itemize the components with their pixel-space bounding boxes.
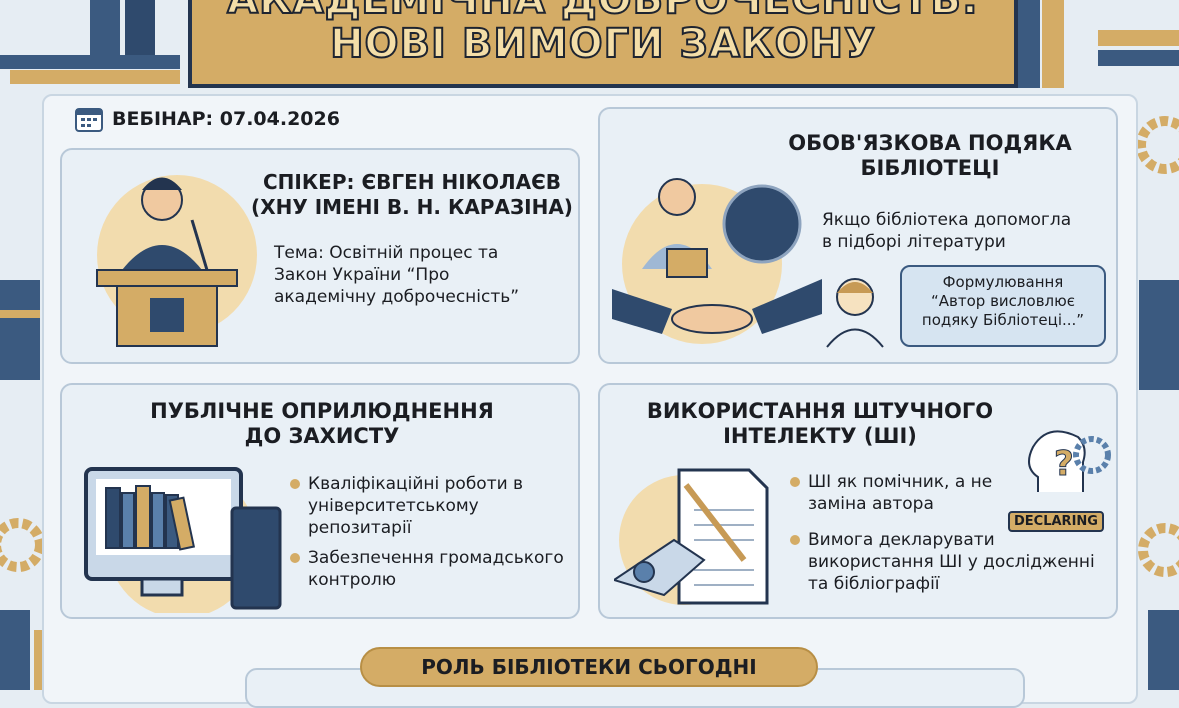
speaker-topic: Тема: Освітній процес та Закон України “… [274,242,519,308]
title-banner: АКАДЕМІЧНА ДОБРОЧЕСНІСТЬ: НОВІ ВИМОГИ ЗА… [188,0,1018,88]
public-disclosure-card: ПУБЛІЧНЕ ОПРИЛЮДНЕННЯ ДО ЗАХИСТУ Кваліфі… [60,383,580,619]
bubble-line: Формулювання [942,273,1064,291]
speaker-podium-illustration [96,175,257,347]
thanks-title-line-1: ОБОВ'ЯЗКОВА ПОДЯКА [788,131,1072,155]
webinar-label: ВЕБІНАР: 07.04.2026 [112,108,340,130]
speaker-affiliation: (ХНУ ІМЕНІ В. Н. КАРАЗІНА) [251,195,573,219]
publication-bullets: Кваліфікаційні роботи в університетськом… [290,473,570,599]
books-decoration-top-right [1018,0,1179,88]
gear-icon [0,518,45,572]
gear-icon [1136,116,1179,174]
books-decoration-top-left [0,0,180,84]
thanks-text-line: Якщо бібліотека допомогла [822,210,1072,230]
ai-title-line-1: ВИКОРИСТАННЯ ШТУЧНОГО [646,399,994,423]
topic-line: академічну доброчесність” [274,287,520,307]
thanks-title-line-2: БІБЛІОТЕЦІ [860,156,1000,180]
bubble-line: “Автор висловлює [931,292,1075,310]
bubble-line: подяку Бібліотеці...” [921,311,1085,329]
topic-line: Тема: Освітній процес та [274,243,499,263]
publication-title-line-2: ДО ЗАХИСТУ [244,424,400,448]
speaker-card: СПІКЕР: ЄВГЕН НІКОЛАЄВ (ХНУ ІМЕНІ В. Н. … [60,148,580,364]
calendar-icon [75,108,103,132]
bullet-item: Вимога декларувати використання ШІ у дос… [790,529,1100,595]
repository-computer-illustration [84,467,282,613]
bullet-item: ШІ як помічник, а не заміна автора [790,471,1010,515]
ai-title-line-2: ІНТЕЛЕКТУ (ШІ) [723,424,917,448]
handshake-illustration [612,178,822,344]
title-line-1: АКАДЕМІЧНА ДОБРОЧЕСНІСТЬ: [226,0,979,23]
topic-line: Закон України “Про [274,265,450,285]
seal-icon [722,184,802,264]
library-role-heading: РОЛЬ БІБЛІОТЕКИ СЬОГОДНІ [360,647,818,687]
ai-bullets: ШІ як помічник, а не заміна автора Вимог… [790,471,1095,603]
bullet-item: Забезпечення громадського контролю [290,547,570,591]
thanks-text-line: в підборі літератури [822,232,1006,252]
person-icon [826,278,884,348]
thanks-text: Якщо бібліотека допомогла в підборі літе… [822,209,1071,253]
head-question-icon: ? [1028,430,1111,492]
publication-title-line-1: ПУБЛІЧНЕ ОПРИЛЮДНЕННЯ [150,399,494,423]
books-decoration-left [0,280,40,380]
title-line-2: НОВІ ВИМОГИ ЗАКОНУ [329,21,876,67]
declaring-badge: DECLARING [1008,511,1104,532]
acknowledgement-wording-bubble: Формулювання “Автор висловлює подяку Біб… [900,265,1106,347]
webinar-date: ВЕБІНАР: 07.04.2026 [74,105,340,133]
speaker-name: СПІКЕР: ЄВГЕН НІКОЛАЄВ [262,170,562,194]
svg-text:?: ? [1054,444,1074,484]
bullet-item: Кваліфікаційні роботи в університетськом… [290,473,570,539]
books-decoration-right [1139,280,1179,390]
ai-usage-card: ВИКОРИСТАННЯ ШТУЧНОГО ІНТЕЛЕКТУ (ШІ) ШІ … [598,383,1118,619]
gear-icon [1138,523,1179,577]
robot-hand-writing-illustration [614,468,769,605]
